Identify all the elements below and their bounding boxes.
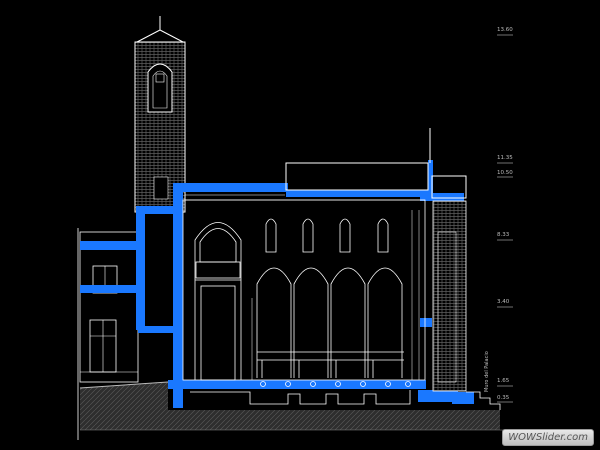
elevation-label: 3.40 xyxy=(497,299,510,305)
bell-tower xyxy=(134,16,186,213)
nave-interior xyxy=(182,199,426,381)
cut-section-fill xyxy=(80,160,474,408)
elevation-label: 11.35 xyxy=(497,155,513,161)
ground-foundation xyxy=(79,381,520,431)
elevation-label-list: 13.60 11.35 10.50 8.33 3.40 1.65 0.35 xyxy=(497,27,513,401)
elevation-label: 13.60 xyxy=(497,27,513,33)
right-brick-wall xyxy=(432,200,501,410)
wall-note-vertical: Muro del Palacio xyxy=(484,351,490,392)
elevation-label: 8.33 xyxy=(497,232,510,238)
watermark-badge[interactable]: WOWSlider.com xyxy=(502,429,594,446)
elevation-label: 0.35 xyxy=(497,395,510,401)
crypt-level xyxy=(190,381,411,405)
elevation-label: 10.50 xyxy=(497,170,513,176)
elevation-markers xyxy=(497,34,513,403)
left-annex xyxy=(79,231,139,383)
elevation-label: 1.65 xyxy=(497,378,510,384)
